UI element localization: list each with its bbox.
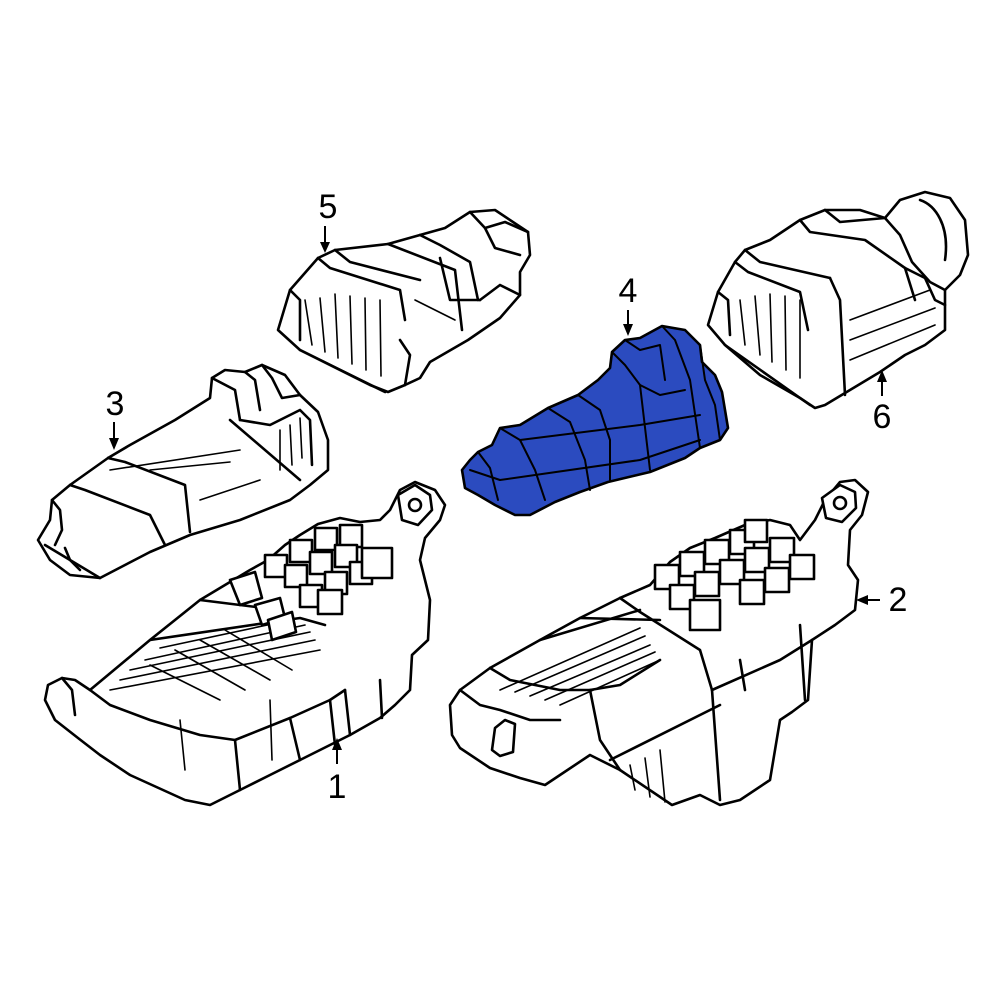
part-1-fuse-box[interactable] — [43, 480, 447, 807]
part-4-cover-highlighted[interactable] — [460, 324, 730, 517]
callout-5: 5 — [319, 188, 338, 253]
callout-1: 1 — [328, 738, 347, 806]
svg-text:4: 4 — [619, 272, 638, 310]
svg-text:3: 3 — [106, 385, 125, 423]
part-3-cover[interactable] — [36, 363, 330, 580]
callout-3: 3 — [106, 385, 125, 450]
svg-text:2: 2 — [889, 581, 908, 619]
callout-6: 6 — [873, 370, 892, 436]
part-6-cover[interactable] — [706, 190, 970, 410]
part-2-relays — [653, 518, 816, 632]
callout-2: 2 — [856, 581, 907, 619]
part-1-relays — [263, 523, 394, 616]
part-5-cover[interactable] — [276, 208, 532, 394]
callouts: 5 4 3 6 2 1 — [106, 188, 908, 806]
svg-text:6: 6 — [873, 398, 892, 436]
part-2-fuse-box[interactable] — [448, 478, 870, 807]
svg-text:5: 5 — [319, 188, 338, 226]
svg-text:1: 1 — [328, 768, 347, 806]
callout-4: 4 — [619, 272, 638, 336]
